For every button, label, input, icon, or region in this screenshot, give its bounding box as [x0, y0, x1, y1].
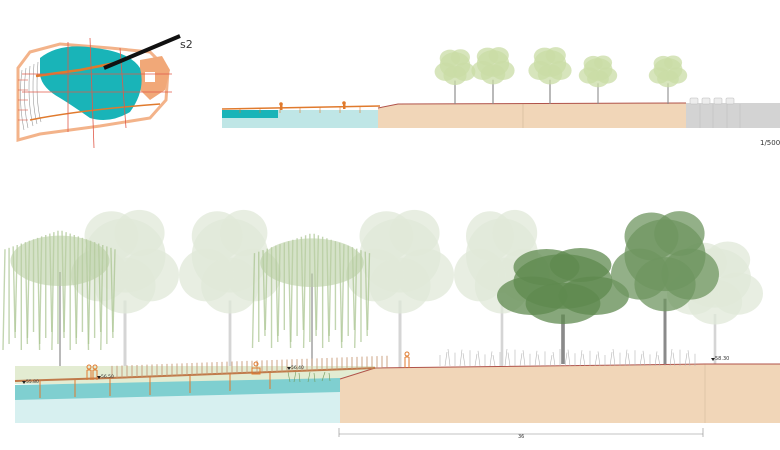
elevation-markers: 55.80 56.50 56.40 58.30 — [22, 356, 729, 385]
svg-text:56.40: 56.40 — [291, 365, 304, 371]
svg-text:55.80: 55.80 — [26, 379, 39, 385]
upper-road-cars — [689, 97, 735, 105]
upper-tree — [528, 47, 572, 104]
upper-road — [686, 103, 780, 128]
upper-deck-posts — [239, 106, 361, 113]
svg-text:56.50: 56.50 — [101, 374, 114, 380]
upper-deck — [221, 105, 381, 110]
elevation-marker: 55.80 — [22, 379, 39, 385]
lower-water-surface — [15, 378, 340, 400]
willow-trees — [2, 230, 371, 370]
canopy-tree — [611, 211, 719, 364]
upper-ground-line — [377, 102, 687, 109]
section-label: s2 — [180, 38, 193, 51]
lower-earth — [340, 364, 780, 423]
upper-tree — [434, 49, 476, 104]
upper-section: 1/500 — [221, 47, 780, 147]
section-cut-line — [103, 34, 181, 70]
upper-tree — [578, 55, 618, 104]
upper-road-lines — [699, 104, 741, 128]
faded-tree — [346, 209, 455, 368]
elevation-marker: 58.30 — [711, 356, 729, 362]
lower-section: 55.80 56.50 56.40 58.30 36 — [2, 209, 780, 440]
willow-tree — [2, 230, 116, 370]
upper-earth — [378, 103, 686, 128]
edge-path — [29, 103, 161, 121]
boardwalk-piles — [39, 373, 271, 398]
marsh-plants — [287, 370, 331, 383]
contour-lines — [20, 61, 42, 131]
scale-label: 1/500 — [760, 139, 780, 147]
canopy-trees — [497, 211, 719, 364]
dimension-line: 36 — [338, 428, 704, 440]
grid-lines — [22, 37, 172, 149]
canopy-tree — [497, 248, 629, 364]
elevation-marker: 56.50 — [97, 374, 114, 380]
people-figures — [86, 351, 410, 380]
upper-people — [279, 101, 346, 110]
willow-tree — [251, 233, 371, 368]
building-courtyard — [145, 72, 155, 82]
svg-text:58.30: 58.30 — [715, 356, 729, 362]
boardwalk-railing — [111, 355, 388, 378]
site-boundary — [16, 42, 170, 142]
elevation-marker: 56.40 — [287, 365, 304, 371]
upper-water-deep — [222, 110, 278, 118]
dimension-label: 36 — [518, 434, 524, 440]
upper-tree — [648, 55, 688, 104]
meadow-grass — [439, 348, 696, 367]
grid-ticks — [18, 79, 28, 121]
key-plan: s2 — [16, 34, 193, 149]
upper-trees — [434, 47, 688, 104]
upper-tree — [471, 47, 515, 104]
